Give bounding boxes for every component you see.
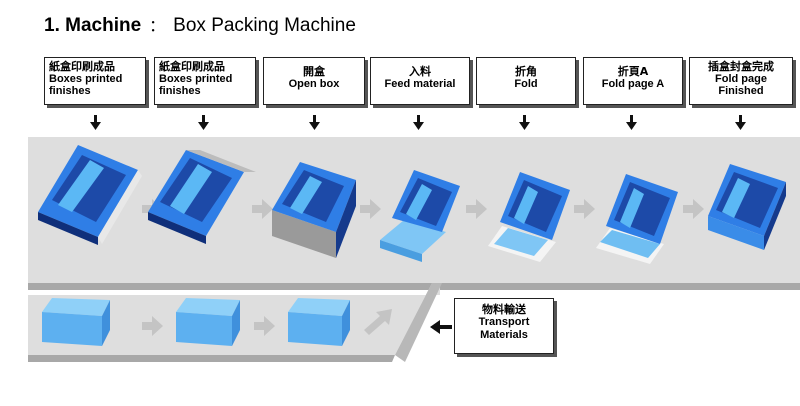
- right-arrow-icon: [254, 316, 275, 336]
- step-label-en: Fold page Finished: [715, 73, 767, 97]
- step-label-zh: 折角: [515, 65, 537, 78]
- machine-name: Box Packing Machine: [173, 15, 356, 36]
- step-label-zh: 紙盒印刷成品: [49, 60, 115, 73]
- lower-conveyor-edge: [28, 355, 395, 362]
- page-title: 1. Machine ： Box Packing Machine: [44, 12, 356, 37]
- step-label-zh: 紙盒印刷成品: [159, 60, 225, 73]
- step-label-en: Boxes printed finishes: [49, 73, 123, 97]
- transport-label-en-1: Transport: [478, 316, 530, 328]
- transport-label-zh: 物料輸送: [482, 303, 526, 316]
- step-label-en: Feed material: [384, 78, 456, 90]
- stage-6-fold-page-box: [596, 174, 678, 264]
- right-arrow-icon: [142, 316, 163, 336]
- transport-materials-label: 物料輸送 Transport Materials: [454, 298, 554, 354]
- step-label-fold-page-a: 折頁A Fold page A: [583, 57, 683, 105]
- down-arrow-icon: [413, 115, 424, 130]
- step-label-boxes-printed-2: 紙盒印刷成品 Boxes printed finishes: [154, 57, 256, 105]
- material-block-2: [176, 298, 240, 346]
- right-arrow-icon: [466, 199, 487, 219]
- machine-number-label: 1. Machine: [44, 15, 142, 36]
- right-arrow-icon: [683, 199, 704, 219]
- lower-conveyor-return: [395, 283, 442, 362]
- flow-arrows-lower: [142, 309, 392, 336]
- step-label-fold: 折角 Fold: [476, 57, 576, 105]
- stage-3-opened-box: [272, 162, 356, 258]
- up-right-arrow-icon: [364, 309, 392, 335]
- down-arrow-icon: [198, 115, 209, 130]
- right-arrow-icon: [360, 199, 381, 219]
- step-label-boxes-printed-1: 紙盒印刷成品 Boxes printed finishes: [44, 57, 146, 105]
- step-label-open-box: 開盒 Open box: [263, 57, 365, 105]
- step-label-zh: 折頁A: [617, 65, 649, 78]
- down-arrow-icon: [90, 115, 101, 130]
- step-label-en: Open box: [288, 78, 340, 90]
- step-label-finished: 插盒封盒完成 Fold page Finished: [689, 57, 793, 105]
- step-arrows: [90, 115, 746, 130]
- step-label-feed-material: 入料 Feed material: [370, 57, 470, 105]
- material-block-1: [42, 298, 110, 346]
- stage-1-flat-box: [38, 145, 142, 245]
- step-label-zh: 插盒封盒完成: [708, 60, 774, 73]
- down-arrow-icon: [626, 115, 637, 130]
- down-arrow-icon: [735, 115, 746, 130]
- step-label-zh: 入料: [409, 65, 431, 78]
- right-arrow-icon: [574, 199, 595, 219]
- title-separator: ：: [149, 18, 166, 35]
- stage-4-feed-box: [380, 170, 460, 262]
- stage-7-finished-box: [708, 164, 786, 250]
- down-arrow-icon: [519, 115, 530, 130]
- step-label-zh: 開盒: [303, 65, 325, 78]
- transport-label-en-2: Materials: [480, 329, 528, 341]
- material-block-3: [288, 298, 350, 346]
- down-arrow-icon: [309, 115, 320, 130]
- step-label-en: Boxes printed finishes: [159, 73, 233, 97]
- left-arrow-icon: [430, 320, 452, 334]
- stage-2-flat-box: [148, 150, 256, 244]
- upper-conveyor-edge: [28, 283, 800, 290]
- step-label-en: Fold page A: [601, 78, 665, 90]
- right-arrow-icon: [252, 199, 273, 219]
- step-label-en: Fold: [514, 78, 538, 90]
- stage-5-fold-box: [488, 172, 570, 262]
